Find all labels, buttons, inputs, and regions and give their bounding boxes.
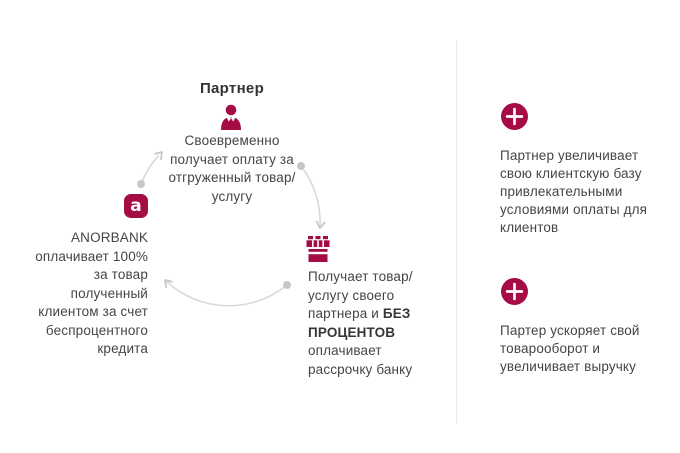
plus-icon: [501, 103, 528, 135]
anorbank-description: ANORBANK оплачивает 100% за товар получе…: [35, 230, 148, 356]
goods-text-bottom: оплачивает рассрочку банку: [308, 343, 413, 377]
arc-start-dot: [137, 180, 145, 188]
anorbank-logo: a: [124, 194, 148, 218]
divider: [456, 40, 457, 424]
storefront-icon: [306, 236, 330, 268]
plus-icon: [501, 278, 528, 310]
goods-text-top: Получает товар/ услугу своего: [308, 269, 413, 303]
goods-text-mixed: партнера и БЕЗ: [308, 306, 411, 321]
goods-text-bold: ПРОЦЕНТОВ: [308, 324, 396, 340]
partner-description: Своевременно получает оплату за отгружен…: [168, 133, 296, 204]
benefit-second-text: Партер ускоряет свой товарооборот и увел…: [500, 323, 640, 374]
businessman-icon: [219, 104, 243, 135]
partner-heading: Партнер: [199, 80, 265, 97]
goods-description: Получает товар/ услугу своего партнера и…: [308, 268, 448, 379]
benefit-first-text: Партнер увеличивает свою клиентскую базу…: [500, 148, 648, 235]
arc-start-dot: [283, 281, 291, 289]
